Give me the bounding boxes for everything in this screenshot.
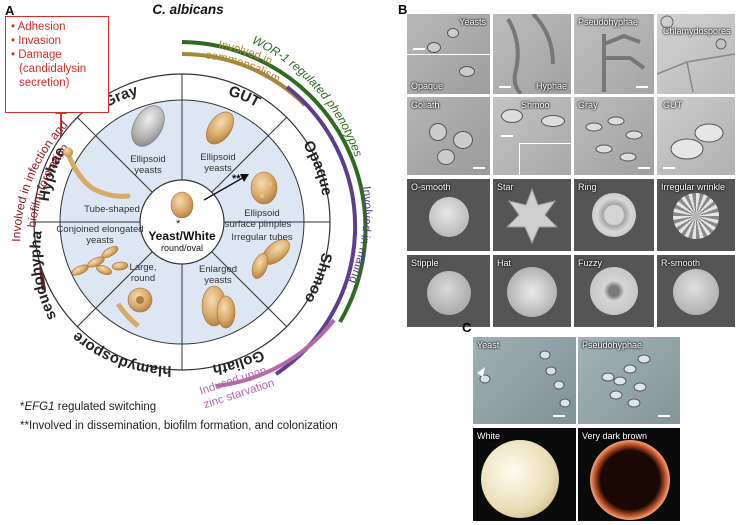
center-to-opaque-arrow [203, 175, 247, 201]
callout-line-adhesion: • Adhesion [11, 21, 66, 33]
tile-label-goliath: Goliath [411, 100, 440, 110]
tile-label-yeasts: Yeasts [459, 17, 486, 27]
goliath-cell-icon [201, 285, 236, 329]
gut-desc-2: yeasts [204, 163, 232, 174]
tile-label-gray: Gray [578, 100, 598, 110]
panel-a-title: C. albicans [152, 2, 224, 17]
micrograph-gray: Gray [574, 97, 654, 175]
tile-label-star: Star [497, 182, 514, 192]
outcomes-callout: • Adhesion • Invasion • Damage (candidal… [5, 16, 109, 113]
tile-label-shmoo: Shmoo [521, 100, 550, 110]
callout-line-candidalysin: (candidalysin [19, 63, 87, 75]
mating-arc-label: Involved in mating [346, 185, 375, 285]
tile-label-o-smooth: O-smooth [411, 182, 451, 192]
yeast-center-cell-icon [170, 191, 194, 219]
tile-label-hat: Hat [497, 258, 512, 268]
zinc-arc [215, 318, 336, 388]
micrograph-chlamydospores: Chlamydospores [657, 14, 735, 94]
micrograph-c-yeast: Yeast [473, 337, 576, 424]
tile-label-c-pseudohyphae: Pseudohyphae [582, 340, 643, 350]
chlamydospores-desc-1: Large, [130, 262, 157, 273]
footnote-efg1: *EFG1 regulated switching [20, 401, 157, 413]
callout-line-damage: • Damage [11, 49, 62, 61]
wheel-dividers [34, 74, 330, 370]
colony-fuzzy: Fuzzy [574, 255, 654, 327]
colony-irregular-wrinkle: Irregular wrinkle [657, 179, 735, 251]
panel-b-letter: B [398, 2, 408, 17]
colony-ring: Ring [574, 179, 654, 251]
chlamydospore-cell-icon [115, 287, 153, 328]
tile-label-r-smooth: R-smooth [661, 258, 701, 268]
tile-label-chlamydospores: Chlamydospores [663, 26, 731, 36]
center-title: Yeast/White [148, 229, 216, 243]
goliath-desc-2: yeasts [204, 275, 232, 286]
gray-desc-1: Ellipsoid [130, 154, 165, 165]
shmoo-desc-1: Irregular tubes [231, 232, 293, 243]
hyphae-desc-1: Tube-shaped [84, 204, 140, 215]
callout-line-secretion: secretion) [19, 77, 70, 89]
tile-label-gut: GUT [663, 100, 682, 110]
gut-cell-icon [205, 111, 235, 145]
double-star: ** [232, 173, 241, 185]
tile-label-irregular-wrinkle: Irregular wrinkle [661, 182, 726, 192]
micrograph-gut: GUT [657, 97, 735, 175]
callout-line-invasion: • Invasion [11, 35, 62, 47]
chlamydospores-desc-2: round [131, 273, 155, 284]
micrograph-c-pseudohyphae: Pseudohyphae [578, 337, 680, 424]
tile-label-hyphae: Hyphae [535, 81, 567, 91]
tile-label-opaque: Opaque [411, 81, 444, 91]
pseudohyphae-cell-icon [71, 246, 129, 276]
panel-a-letter: A [5, 3, 15, 18]
colony-c-very-dark-brown: Very dark brown [578, 428, 680, 521]
opaque-desc-2: surface pimples [225, 219, 292, 230]
tile-label-pseudohyphae: Pseudohyphae [578, 17, 639, 27]
center-circle [139, 179, 225, 265]
center-to-opaque-arrowhead [240, 174, 249, 182]
colony-stipple: Stipple [407, 255, 490, 327]
micrograph-shmoo: Shmoo [493, 97, 571, 175]
micrograph-yeasts-opaque: Yeasts Opaque [407, 14, 490, 94]
gut-desc-1: Ellipsoid [200, 152, 235, 163]
tile-label-c-white: White [477, 431, 501, 441]
micrograph-hyphae: Hyphae [493, 14, 571, 94]
colony-o-smooth: O-smooth [407, 179, 490, 251]
center-subtitle: round/oval [161, 243, 203, 253]
colony-c-white: White [473, 428, 576, 521]
opaque-desc-1: Ellipsoid [244, 208, 279, 219]
tile-label-c-yeast: Yeast [477, 340, 500, 350]
hyphae-cell-icon [63, 147, 131, 199]
tile-label-fuzzy: Fuzzy [578, 258, 603, 268]
colony-r-smooth: R-smooth [657, 255, 735, 327]
micrograph-goliath: Goliath [407, 97, 490, 175]
tile-label-ring: Ring [578, 182, 597, 192]
wor1-arc [181, 40, 368, 324]
pseudohyphae-desc-1: Conjoined elongated [56, 224, 143, 235]
goliath-desc-1: Enlarged [199, 264, 237, 275]
panel-c-letter: C [462, 320, 472, 335]
opaque-cell-icon [250, 171, 278, 205]
gray-desc-2: yeasts [134, 165, 162, 176]
tile-label-stipple: Stipple [411, 258, 439, 268]
colony-hat: Hat [493, 255, 571, 327]
shmoo-cell-icon [251, 239, 290, 279]
pseudohyphae-desc-2: yeasts [86, 235, 114, 246]
tile-label-c-very-dark-brown: Very dark brown [582, 431, 648, 441]
center-star: * [176, 218, 181, 230]
micrograph-pseudohyphae: Pseudohyphae [574, 14, 654, 94]
colony-star: Star [493, 179, 571, 251]
gray-cell-icon [131, 105, 165, 147]
footnote-dissemination: **Involved in dissemination, biofilm for… [20, 420, 338, 432]
